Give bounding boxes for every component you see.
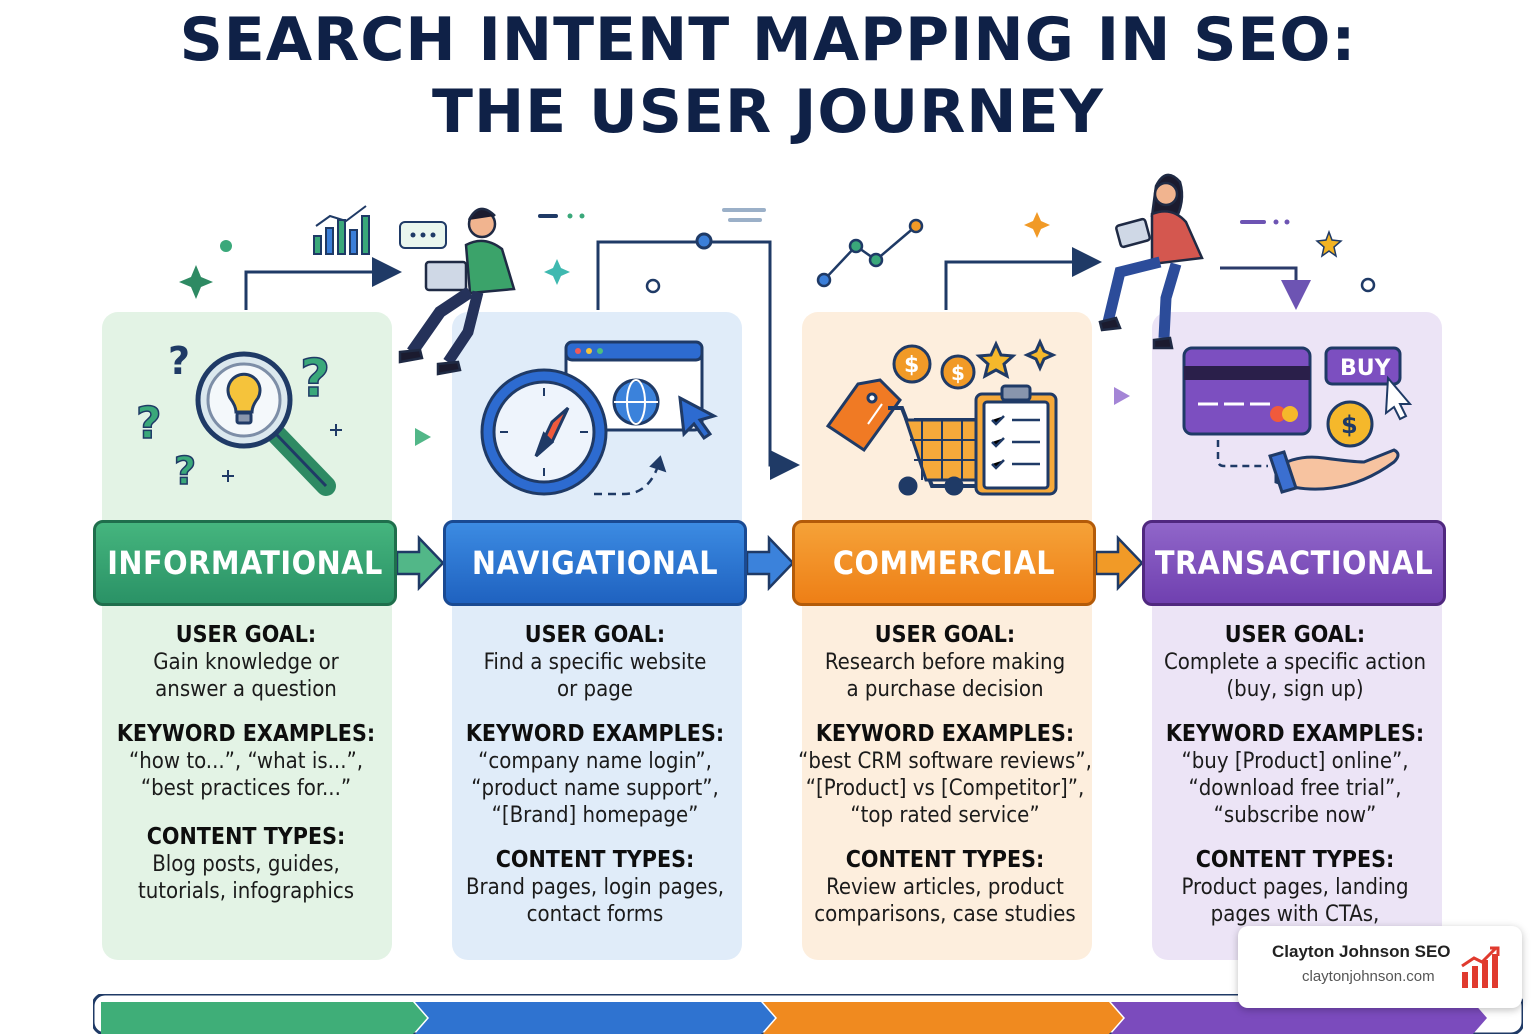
svg-text:$: $ — [904, 353, 919, 378]
stage-banner-informational: INFORMATIONAL — [93, 520, 397, 606]
buy-label: BUY — [1340, 356, 1392, 381]
svg-text:?: ? — [136, 398, 162, 449]
keyword-line: “[Brand] homepage” — [491, 803, 699, 828]
journey-connector-lines — [244, 232, 1311, 480]
keyword-heading: KEYWORD EXAMPLES: — [815, 721, 1075, 747]
brand-site[interactable]: claytonjohnson.com — [1302, 968, 1435, 985]
keyword-line: “how to...”, “what is...”, — [128, 749, 364, 774]
svg-text:?: ? — [174, 449, 196, 493]
user-goal-heading: USER GOAL: — [175, 622, 317, 648]
keyword-line: “subscribe now” — [1213, 803, 1377, 828]
svg-text:?: ? — [300, 349, 330, 409]
growth-chart-icon — [1461, 946, 1500, 988]
content-heading: CONTENT TYPES: — [495, 847, 695, 873]
svg-text:?: ? — [168, 339, 190, 383]
chat-bubble-icon — [399, 221, 447, 249]
keyword-line: “company name login”, — [478, 749, 712, 774]
content-line: comparisons, case studies — [814, 902, 1076, 927]
user-goal-line: or page — [557, 677, 633, 702]
trend-line-icon — [816, 218, 924, 288]
commercial-details: USER GOAL: Research before making a purc… — [780, 622, 1110, 928]
keyword-line: “download free trial”, — [1188, 776, 1402, 801]
user-goal-line: Find a specific website — [483, 650, 707, 675]
page-title-line-2: THE USER JOURNEY — [432, 77, 1104, 147]
content-line: Brand pages, login pages, — [465, 875, 725, 900]
content-heading: CONTENT TYPES: — [1195, 847, 1395, 873]
keyword-line: “product name support”, — [471, 776, 719, 801]
user-goal-line: Gain knowledge or — [153, 650, 339, 675]
content-line: Review articles, product — [826, 875, 1064, 900]
stage-banner-transactional: TRANSACTIONAL — [1142, 520, 1446, 606]
keyword-line: “top rated service” — [850, 803, 1040, 828]
compass-browser-cursor-icon — [480, 340, 718, 496]
user-goal-line: Research before making — [824, 650, 1066, 675]
content-line: contact forms — [526, 902, 664, 927]
user-goal-line: a purchase decision — [846, 677, 1044, 702]
cart-pricetag-checklist-icon: $ $ — [825, 338, 1058, 496]
content-line: Blog posts, guides, — [152, 852, 340, 877]
content-line: pages with CTAs, — [1210, 902, 1380, 927]
content-heading: CONTENT TYPES: — [845, 847, 1045, 873]
keyword-heading: KEYWORD EXAMPLES: — [465, 721, 725, 747]
decorative-sparkles — [179, 208, 1376, 446]
keyword-line: “[Product] vs [Competitor]”, — [805, 776, 1085, 801]
keyword-heading: KEYWORD EXAMPLES: — [1165, 721, 1425, 747]
magnifier-lightbulb-question-icon: ? ? ? ? — [135, 339, 342, 496]
navigational-details: USER GOAL: Find a specific website or pa… — [430, 622, 760, 928]
content-line: Product pages, landing — [1181, 875, 1409, 900]
user-goal-line: answer a question — [155, 677, 337, 702]
svg-text:$: $ — [1341, 411, 1358, 439]
person-tablet-icon — [1098, 173, 1204, 350]
brand-badge[interactable]: Clayton Johnson SEO claytonjohnson.com — [1238, 926, 1522, 1008]
transactional-details: USER GOAL: Complete a specific action (b… — [1130, 622, 1460, 955]
user-goal-line: (buy, sign up) — [1226, 677, 1364, 702]
informational-details: USER GOAL: Gain knowledge or answer a qu… — [81, 622, 411, 905]
keyword-line: “buy [Product] online”, — [1181, 749, 1409, 774]
keyword-heading: KEYWORD EXAMPLES: — [116, 721, 376, 747]
keyword-line: “best CRM software reviews”, — [798, 749, 1092, 774]
keyword-line: “best practices for...” — [140, 776, 352, 801]
svg-text:$: $ — [951, 361, 965, 385]
stage-banner-commercial: COMMERCIAL — [792, 520, 1096, 606]
user-goal-heading: USER GOAL: — [1224, 622, 1366, 648]
user-goal-heading: USER GOAL: — [524, 622, 666, 648]
content-heading: CONTENT TYPES: — [146, 824, 346, 850]
banner-arrows — [395, 534, 1144, 592]
content-line: tutorials, infographics — [137, 879, 355, 904]
creditcard-buy-hand-coin-icon: BUY $ — [1182, 346, 1413, 494]
page-title-line-1: SEARCH INTENT MAPPING IN SEO: — [179, 5, 1357, 75]
brand-name: Clayton Johnson SEO — [1272, 942, 1451, 961]
person-laptop-icon — [398, 207, 516, 376]
user-goal-line: Complete a specific action — [1163, 650, 1427, 675]
user-goal-heading: USER GOAL: — [874, 622, 1016, 648]
mini-chart-icon — [313, 205, 370, 255]
stage-banner-navigational: NAVIGATIONAL — [443, 520, 747, 606]
